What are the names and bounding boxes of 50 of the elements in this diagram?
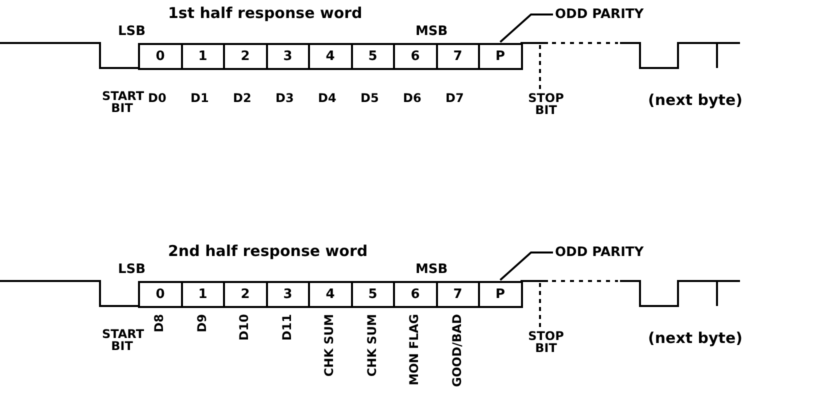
- bit-label: START BIT: [102, 328, 142, 352]
- callout-label: ODD PARITY: [555, 246, 644, 259]
- bit-label: MON FLAG: [408, 314, 420, 386]
- bit-order-label: MSB: [416, 25, 448, 38]
- bit-label: D5: [360, 92, 379, 104]
- bit-cell: 3: [266, 281, 310, 308]
- bit-cell: 6: [393, 281, 438, 308]
- bit-cell: 7: [436, 43, 480, 70]
- callout-label: ODD PARITY: [555, 8, 644, 21]
- word-title: 2nd half response word: [168, 244, 368, 259]
- bit-label: STOP BIT: [527, 92, 565, 116]
- bit-cell: P: [478, 43, 522, 70]
- bit-cell: 4: [308, 43, 352, 70]
- leader-line: [500, 14, 553, 43]
- bit-cell: 6: [393, 43, 438, 70]
- bit-label: D11: [280, 314, 293, 341]
- bit-order-label: LSB: [118, 263, 146, 276]
- bit-cell: 5: [350, 281, 395, 308]
- bit-cell: 1: [180, 281, 225, 308]
- bit-cell: 7: [436, 281, 480, 308]
- bit-label: (next byte): [648, 93, 742, 108]
- bit-cell: 2: [223, 43, 268, 70]
- bit-cell: P: [478, 281, 522, 308]
- bit-cell: 3: [266, 43, 310, 70]
- bit-label: D2: [233, 92, 252, 104]
- bit-cell: 0: [138, 43, 182, 70]
- bit-label: D3: [276, 92, 294, 104]
- bit-cell: 5: [350, 43, 395, 70]
- bit-label: D7: [446, 92, 464, 104]
- bit-label: D8: [153, 314, 166, 332]
- bit-label: D0: [148, 92, 166, 104]
- bit-label: D4: [318, 92, 336, 104]
- bit-label: CHK SUM: [323, 314, 336, 377]
- word-title: 1st half response word: [168, 6, 362, 21]
- bit-cell: 4: [308, 281, 352, 308]
- bit-label: D9: [196, 314, 208, 332]
- bit-label: D10: [238, 314, 250, 341]
- leader-line: [500, 252, 553, 281]
- bit-cell: 0: [138, 281, 182, 308]
- bit-label: START BIT: [102, 90, 142, 114]
- bit-order-label: MSB: [416, 263, 448, 276]
- bit-label: STOP BIT: [527, 330, 565, 354]
- bit-cell: 2: [223, 281, 268, 308]
- bit-label: CHK SUM: [366, 314, 378, 377]
- bit-label: (next byte): [648, 331, 742, 346]
- bit-label: GOOD/BAD: [450, 314, 463, 387]
- bit-label: D6: [403, 92, 422, 104]
- bit-label: D1: [190, 92, 209, 104]
- bit-order-label: LSB: [118, 25, 146, 38]
- bit-cell: 1: [180, 43, 225, 70]
